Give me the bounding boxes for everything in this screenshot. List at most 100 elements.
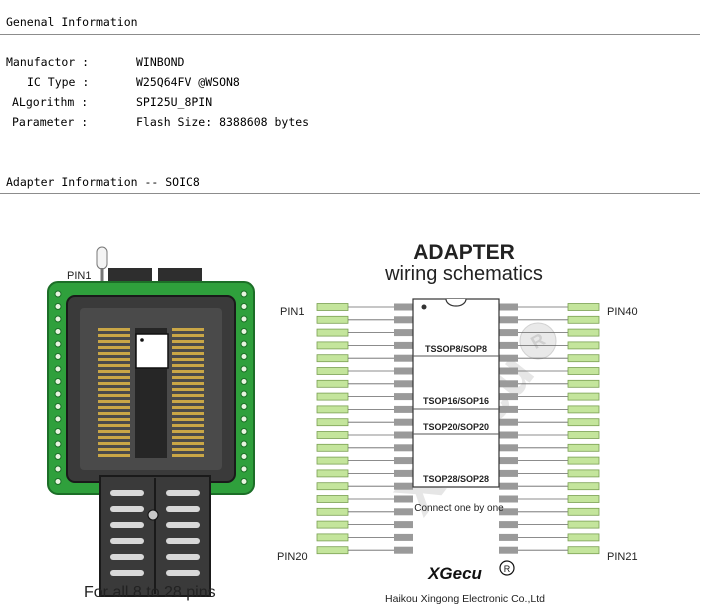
schematic-pin-left: [316, 392, 349, 401]
socket-contact: [98, 430, 130, 433]
chip-pin-left: [394, 393, 413, 401]
pcb-hole: [54, 365, 62, 373]
schematic-pin-right: [567, 392, 600, 401]
chip-pin-right: [499, 303, 518, 311]
pcb-holes: [54, 290, 248, 485]
divider: [0, 193, 700, 194]
schematic-pin-right: [567, 303, 600, 311]
pcb-hole: [54, 290, 62, 298]
wiring-schematic: ADAPTER wiring schematics XGecu R TSSOP8…: [277, 241, 638, 605]
pcb-hole: [240, 290, 248, 298]
chip-pin-left: [394, 329, 413, 337]
chip-pin-right: [499, 431, 518, 439]
socket-contact: [98, 334, 130, 337]
schematic-pin-left: [316, 328, 349, 337]
socket-contact: [172, 418, 204, 421]
schematic-pin-left: [316, 367, 349, 375]
chip-pin-right: [499, 380, 518, 388]
chip-pin-right: [499, 367, 518, 375]
package-label: TSOP20/SOP20: [423, 422, 489, 432]
ic-type-value: W25Q64FV @WSON8: [136, 75, 240, 89]
schematic-pins: [316, 303, 600, 555]
registered-icon: [499, 560, 515, 576]
socket-contact: [172, 394, 204, 397]
pcb-hole: [54, 390, 62, 398]
schematic-pin-right: [567, 482, 600, 491]
socket-contact: [98, 328, 130, 331]
pcb-hole: [54, 403, 62, 410]
connector-slot: [110, 490, 144, 496]
adapter-info-heading: Adapter Information -- SOIC8: [6, 175, 200, 189]
schematic-pin-left: [316, 379, 349, 388]
schematic-pin-left: [316, 418, 349, 427]
chip-pin-left: [394, 431, 413, 439]
chip-pin-left: [394, 469, 413, 477]
socket-contact: [172, 382, 204, 385]
chip-pin-right: [499, 469, 518, 477]
connector-slot: [110, 522, 144, 528]
pcb-hole: [54, 328, 62, 335]
package-label: TSSOP8/SOP8: [425, 344, 487, 354]
pcb-hole: [240, 415, 248, 423]
socket-contact: [172, 430, 204, 433]
schematic-pin-left: [316, 405, 349, 414]
chip-pin-right: [499, 533, 518, 541]
chip-pin-right: [499, 521, 518, 529]
chip-pin-right: [499, 341, 518, 349]
socket-contact: [98, 442, 130, 445]
connector-slot: [166, 522, 200, 528]
socket-contact: [98, 394, 130, 397]
chip-pin-right: [499, 495, 518, 503]
ic-type-label: IC Type :: [27, 75, 90, 89]
pcb-hole: [54, 465, 62, 473]
socket-contact: [172, 328, 204, 331]
schematic-pin-right: [567, 431, 600, 439]
socket-contact: [172, 352, 204, 355]
socket-contact: [98, 358, 130, 361]
pin40-label: PIN40: [607, 306, 638, 318]
schematic-pin-left: [316, 469, 349, 478]
pcb-hole: [240, 303, 248, 310]
connector-slot: [110, 570, 144, 576]
schematic-pin-right: [567, 367, 600, 375]
divider: [0, 34, 700, 35]
socket-contact: [98, 436, 130, 439]
schematic-pin-left: [316, 315, 349, 324]
pcb-hole: [240, 340, 248, 348]
socket-contact: [172, 436, 204, 439]
chip-pin-left: [394, 303, 413, 311]
pin20-label: PIN20: [277, 551, 308, 563]
schematic-pin-right: [567, 456, 600, 465]
parameter-value: Flash Size: 8388608 bytes: [136, 115, 310, 129]
chip-pin-right: [499, 482, 518, 490]
socket-contact: [98, 412, 130, 415]
socket-pins: [98, 328, 204, 457]
schematic-title: ADAPTER: [413, 241, 515, 264]
socket-contact: [98, 418, 130, 421]
schematic-chip-body: [412, 298, 500, 488]
chip-pin-right: [499, 316, 518, 324]
package-label: TSOP16/SOP16: [423, 396, 489, 406]
schematic-pin-left: [316, 507, 349, 516]
schematic-pin-left: [316, 303, 349, 311]
pcb-hole: [54, 353, 62, 360]
socket-contact: [172, 388, 204, 391]
socket-contact: [98, 454, 130, 457]
chip-pin-left: [394, 482, 413, 490]
schematic-pin-left: [316, 482, 349, 491]
socket-contact: [172, 406, 204, 409]
socket-contact: [98, 400, 130, 403]
schematic-pin-left: [316, 520, 349, 529]
pcb-hole: [54, 428, 62, 435]
adapter-board-illustration: PIN1: [47, 246, 255, 597]
socket-contact: [172, 340, 204, 343]
general-info-heading: Genenal Information: [6, 15, 138, 29]
chip-pin-left: [394, 508, 413, 516]
brand-logo: XGecu: [427, 564, 482, 583]
socket-contact: [98, 406, 130, 409]
schematic-pin-right: [567, 469, 600, 478]
pcb-hole: [240, 403, 248, 410]
pcb-hole: [240, 378, 248, 385]
chip-pin-left: [394, 354, 413, 362]
pcb-hole: [54, 453, 62, 460]
